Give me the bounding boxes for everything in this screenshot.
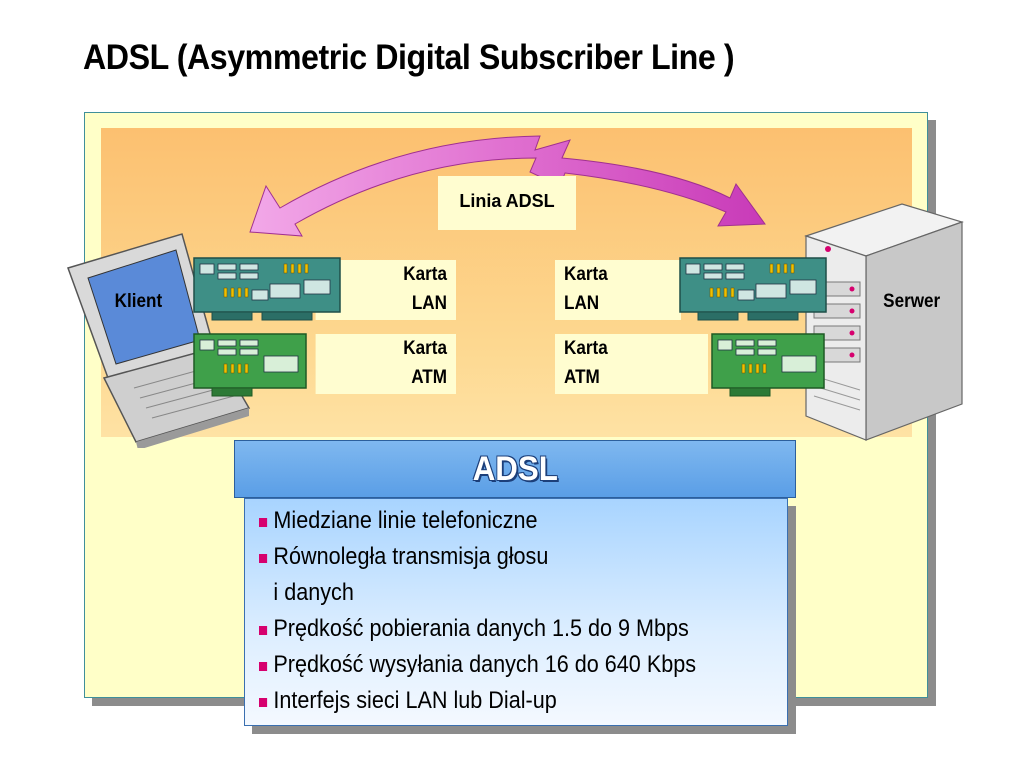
- feature-list: Miedziane linie telefoniczne Równoległa …: [259, 503, 745, 719]
- list-item: Prędkość wysyłania danych 16 do 640 Kbps: [259, 647, 696, 683]
- card-label-line1: Karta: [403, 264, 447, 285]
- server-lan-card-label: Karta LAN: [555, 260, 681, 320]
- server-atm-card-icon: [711, 333, 825, 397]
- slide-title: ADSL (Asymmetric Digital Subscriber Line…: [83, 38, 735, 77]
- list-item-text: i danych: [273, 579, 354, 606]
- list-item-text: Miedziane linie telefoniczne: [273, 507, 538, 534]
- adsl-line-label: Linia ADSL: [438, 176, 576, 230]
- info-box-header: ADSL: [234, 440, 796, 498]
- list-item: Prędkość pobierania danych 1.5 do 9 Mbps: [259, 611, 696, 647]
- server-icon: [804, 203, 964, 441]
- info-box: Miedziane linie telefoniczne Równoległa …: [244, 498, 788, 726]
- card-label-line1: Karta: [564, 338, 608, 359]
- list-item-text: Prędkość wysyłania danych 16 do 640 Kbps: [273, 651, 697, 678]
- client-atm-card-label: Karta ATM: [315, 334, 456, 394]
- list-item-text: Interfejs sieci LAN lub Dial-up: [273, 687, 557, 714]
- card-label-line1: Karta: [564, 264, 608, 285]
- server-lan-card-icon: [679, 257, 827, 321]
- list-item: Równoległa transmisja głosu: [259, 539, 696, 575]
- card-label-line2: ATM: [564, 367, 600, 388]
- card-label-line1: Karta: [403, 338, 447, 359]
- laptop-icon: [67, 233, 251, 448]
- info-box-heading: ADSL: [472, 450, 558, 488]
- bullet-square-icon: [259, 662, 268, 671]
- bullet-square-icon: [259, 626, 268, 635]
- bullet-square-icon: [259, 518, 268, 527]
- card-label-line2: ATM: [411, 367, 447, 388]
- client-label: Klient: [114, 291, 163, 312]
- list-item-text: Równoległa transmisja głosu: [273, 543, 549, 570]
- list-item-continuation: i danych: [259, 575, 696, 611]
- bullet-square-icon: [259, 554, 268, 563]
- list-item: Interfejs sieci LAN lub Dial-up: [259, 683, 696, 719]
- client-lan-card-icon: [193, 257, 341, 321]
- card-label-line2: LAN: [411, 293, 447, 314]
- server-atm-card-label: Karta ATM: [555, 334, 708, 394]
- adsl-link-arrow: [249, 135, 766, 237]
- card-label-line2: LAN: [564, 293, 600, 314]
- server-label: Serwer: [883, 291, 941, 312]
- list-item-text: Prędkość pobierania danych 1.5 do 9 Mbps: [273, 615, 689, 642]
- list-item: Miedziane linie telefoniczne: [259, 503, 696, 539]
- client-atm-card-icon: [193, 333, 307, 397]
- bullet-square-icon: [259, 698, 268, 707]
